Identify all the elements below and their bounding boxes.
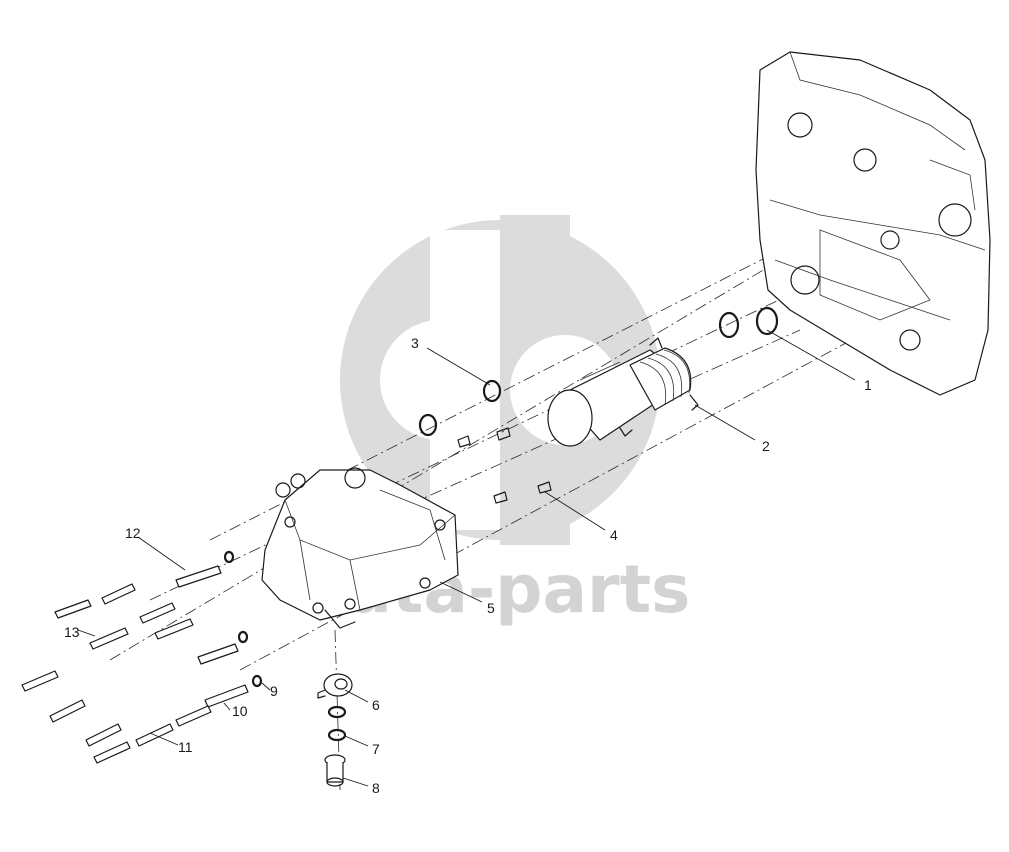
o-ring-1a — [718, 311, 740, 339]
studs — [175, 565, 249, 708]
seal-ring-7a — [327, 705, 347, 719]
washer-9b — [237, 630, 249, 644]
oil-cooler — [547, 337, 699, 447]
cooler-housing — [261, 467, 459, 629]
engine-block — [755, 51, 991, 396]
callout-4: 4 — [610, 527, 618, 543]
callout-1: 1 — [864, 377, 872, 393]
washer-12 — [223, 550, 235, 564]
callout-9: 9 — [270, 683, 278, 699]
banjo-fitting — [317, 673, 353, 699]
callout-11: 11 — [178, 739, 193, 755]
callout-3: 3 — [411, 335, 419, 351]
watermark-logo — [340, 215, 660, 545]
o-ring-1b — [755, 306, 779, 336]
washer-9 — [251, 674, 263, 688]
callout-2: 2 — [762, 438, 770, 454]
callout-7: 7 — [372, 741, 380, 757]
callout-10: 10 — [232, 703, 248, 719]
callout-8: 8 — [372, 780, 380, 796]
callout-5: 5 — [487, 600, 495, 616]
o-ring-3a — [482, 379, 502, 403]
callout-6: 6 — [372, 697, 380, 713]
seal-ring-7b — [327, 728, 347, 742]
o-ring-3b — [418, 413, 438, 437]
screws-4 — [457, 427, 552, 504]
bolts — [21, 583, 212, 764]
callout-13: 13 — [64, 624, 80, 640]
leader-lines — [77, 329, 856, 787]
callout-12: 12 — [125, 525, 141, 541]
banjo-bolt — [324, 754, 346, 787]
